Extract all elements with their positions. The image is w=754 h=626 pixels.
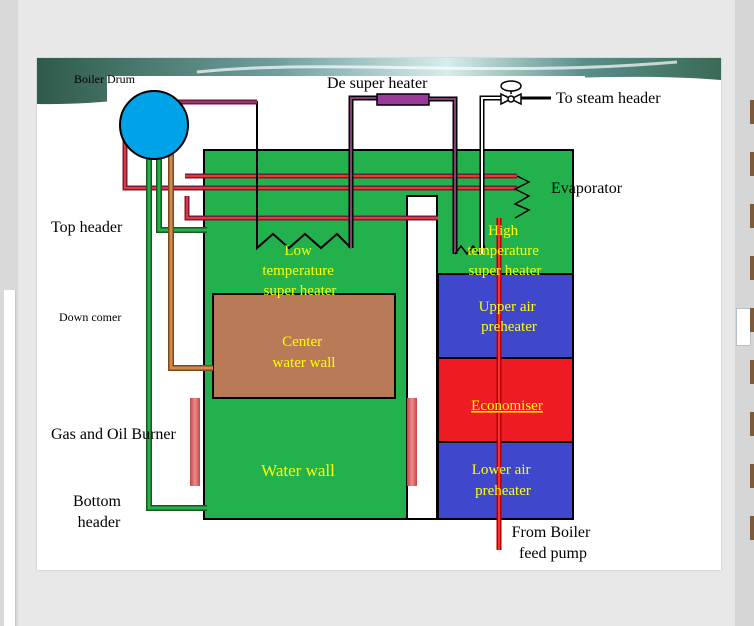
label-to-steam-header: To steam header bbox=[556, 90, 661, 107]
lower-air-preheater-box bbox=[438, 442, 573, 519]
label-down-comer: Down comer bbox=[59, 310, 121, 324]
left-side-panel bbox=[4, 290, 16, 626]
label-evaporator: Evaporator bbox=[551, 180, 623, 197]
label-economiser: Economiser bbox=[471, 398, 543, 414]
de-super-heater bbox=[377, 94, 429, 105]
label-from-boiler-feed: From Boiler feed pump bbox=[512, 524, 595, 562]
burner-left bbox=[190, 398, 200, 486]
upper-air-preheater-box bbox=[438, 274, 573, 358]
scroll-thumb[interactable] bbox=[736, 308, 751, 346]
burner-right bbox=[407, 398, 417, 486]
slide-canvas: Boiler Drum De super heater To steam hea… bbox=[37, 58, 721, 570]
boiler-diagram: Boiler Drum De super heater To steam hea… bbox=[37, 58, 721, 570]
label-boiler-drum: Boiler Drum bbox=[74, 72, 136, 86]
label-gas-oil-burner: Gas and Oil Burner bbox=[51, 426, 177, 443]
label-water-wall: Water wall bbox=[261, 461, 335, 480]
label-top-header: Top header bbox=[51, 219, 123, 236]
slide-thumbnails[interactable] bbox=[750, 100, 754, 580]
label-de-super-heater: De super heater bbox=[327, 75, 428, 92]
boiler-drum bbox=[120, 91, 188, 159]
label-bottom-header: Bottom header bbox=[73, 493, 125, 531]
